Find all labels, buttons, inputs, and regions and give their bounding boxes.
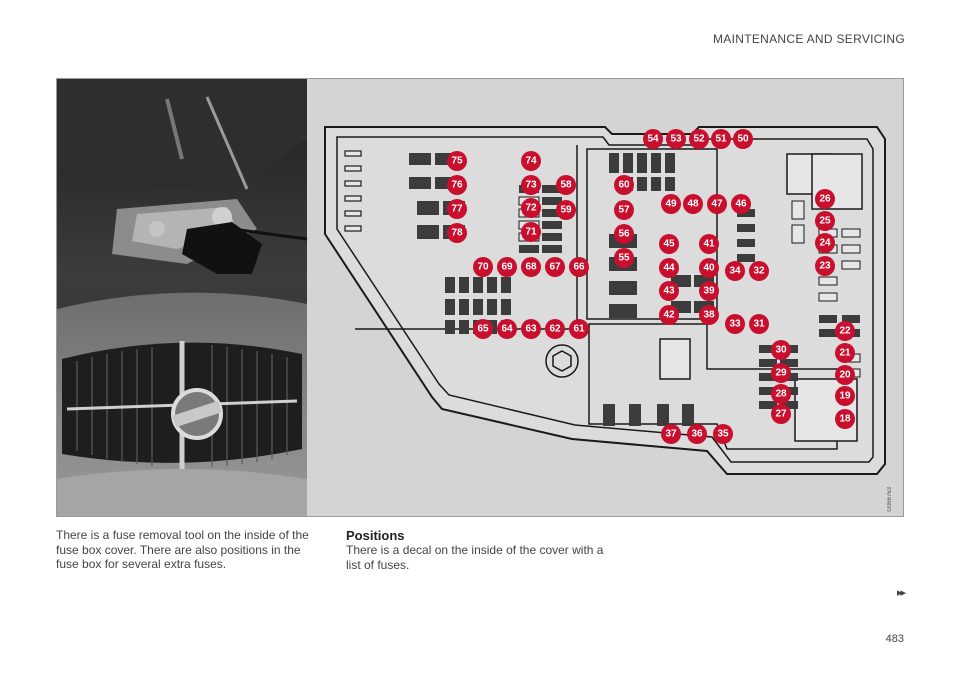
svg-text:59: 59 [560, 205, 572, 216]
svg-text:28: 28 [775, 389, 787, 400]
svg-text:30: 30 [775, 345, 787, 356]
svg-text:49: 49 [665, 199, 677, 210]
svg-text:73: 73 [525, 180, 537, 191]
svg-text:35: 35 [717, 429, 729, 440]
svg-text:58: 58 [560, 180, 572, 191]
svg-text:42: 42 [663, 310, 675, 321]
svg-text:62: 62 [549, 324, 561, 335]
svg-text:44: 44 [663, 263, 675, 274]
svg-text:61: 61 [573, 324, 585, 335]
svg-text:70: 70 [477, 262, 489, 273]
svg-text:74: 74 [525, 156, 537, 167]
svg-text:68: 68 [525, 262, 537, 273]
svg-text:47: 47 [711, 199, 723, 210]
svg-text:27: 27 [775, 409, 787, 420]
svg-text:71: 71 [525, 227, 537, 238]
fuse-box-figure: 18 19 20 21 22 23 24 25 26 27 28 29 30 3… [56, 78, 904, 517]
fuse-layout-svg: 18 19 20 21 22 23 24 25 26 27 28 29 30 3… [324, 126, 886, 475]
svg-text:50: 50 [737, 134, 749, 145]
svg-text:37: 37 [665, 429, 677, 440]
svg-text:57: 57 [618, 205, 630, 216]
svg-text:33: 33 [729, 319, 741, 330]
svg-text:45: 45 [663, 239, 675, 250]
svg-text:67: 67 [549, 262, 561, 273]
svg-text:56: 56 [618, 229, 630, 240]
svg-text:39: 39 [703, 286, 715, 297]
figure-code: G066763 [887, 487, 893, 512]
positions-heading: Positions [346, 528, 405, 543]
continue-arrows-icon: ▸▸ [896, 587, 906, 599]
svg-text:25: 25 [819, 216, 831, 227]
svg-text:66: 66 [573, 262, 585, 273]
svg-text:53: 53 [670, 134, 682, 145]
svg-text:21: 21 [839, 348, 851, 359]
svg-text:60: 60 [618, 180, 630, 191]
svg-text:55: 55 [618, 253, 630, 264]
svg-text:18: 18 [839, 414, 851, 425]
svg-text:23: 23 [819, 261, 831, 272]
engine-bay-photo [57, 79, 307, 516]
svg-text:52: 52 [693, 134, 705, 145]
svg-text:43: 43 [663, 286, 675, 297]
svg-text:40: 40 [703, 263, 715, 274]
svg-text:20: 20 [839, 370, 851, 381]
svg-text:76: 76 [451, 180, 463, 191]
svg-text:78: 78 [451, 228, 463, 239]
left-column: There is a fuse removal tool on the insi… [56, 528, 324, 572]
svg-text:77: 77 [451, 204, 463, 215]
svg-text:75: 75 [451, 156, 463, 167]
svg-text:31: 31 [753, 319, 765, 330]
svg-text:29: 29 [775, 368, 787, 379]
positions-paragraph: There is a decal on the inside of the co… [346, 543, 604, 572]
svg-text:48: 48 [687, 199, 699, 210]
svg-text:54: 54 [647, 134, 659, 145]
svg-text:22: 22 [839, 326, 851, 337]
svg-text:41: 41 [703, 239, 715, 250]
svg-text:64: 64 [501, 324, 513, 335]
svg-text:36: 36 [691, 429, 703, 440]
svg-text:72: 72 [525, 203, 537, 214]
svg-text:32: 32 [753, 266, 765, 277]
svg-text:34: 34 [729, 266, 741, 277]
svg-text:26: 26 [819, 194, 831, 205]
svg-text:46: 46 [735, 199, 747, 210]
fuse-box-diagram: 18 19 20 21 22 23 24 25 26 27 28 29 30 3… [307, 79, 903, 516]
svg-text:69: 69 [501, 262, 513, 273]
svg-text:24: 24 [819, 238, 831, 249]
fuse-tool-paragraph: There is a fuse removal tool on the insi… [56, 528, 309, 571]
svg-text:51: 51 [715, 134, 727, 145]
page-number: 483 [885, 633, 904, 645]
svg-text:19: 19 [839, 391, 851, 402]
svg-text:63: 63 [525, 324, 537, 335]
fuse-callouts: 18 19 20 21 22 23 24 25 26 27 28 29 30 3… [447, 129, 855, 444]
right-column: Positions There is a decal on the inside… [346, 528, 616, 572]
running-header: MAINTENANCE AND SERVICING [713, 32, 905, 46]
svg-text:38: 38 [703, 310, 715, 321]
svg-text:65: 65 [477, 324, 489, 335]
